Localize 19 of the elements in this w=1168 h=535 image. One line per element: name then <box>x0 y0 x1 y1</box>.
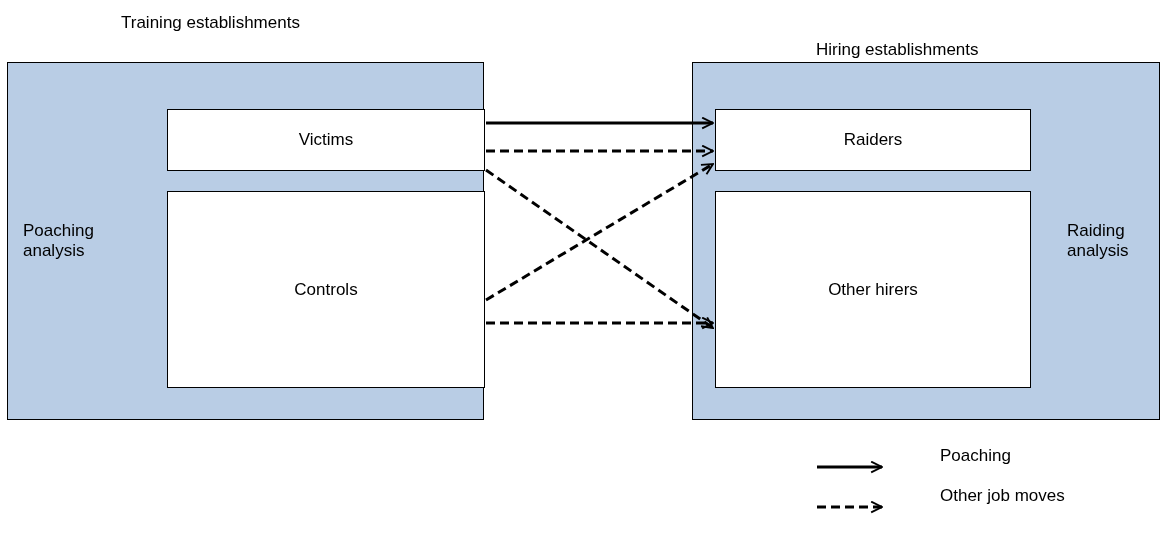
box-label: Victims <box>298 130 354 150</box>
category-box <box>167 109 485 171</box>
group-label: Raiding analysis <box>1067 221 1130 262</box>
box-label: Raiders <box>843 130 903 150</box>
category-box <box>715 109 1031 171</box>
category-box <box>167 191 485 388</box>
box-label: Controls <box>294 279 358 300</box>
arrow <box>486 144 714 158</box>
group-heading: Hiring establishments <box>816 40 979 61</box>
legend-label: Other job moves <box>940 486 1065 507</box>
box-label: Other hirers <box>828 279 918 300</box>
arrow <box>486 316 714 330</box>
category-box <box>715 191 1031 388</box>
arrow <box>486 116 714 130</box>
group-label: Poaching analysis <box>23 221 95 262</box>
arrow <box>485 162 714 302</box>
group-heading: Training establishments <box>121 13 300 34</box>
legend-label: Poaching <box>940 446 1011 467</box>
arrow <box>485 168 714 330</box>
